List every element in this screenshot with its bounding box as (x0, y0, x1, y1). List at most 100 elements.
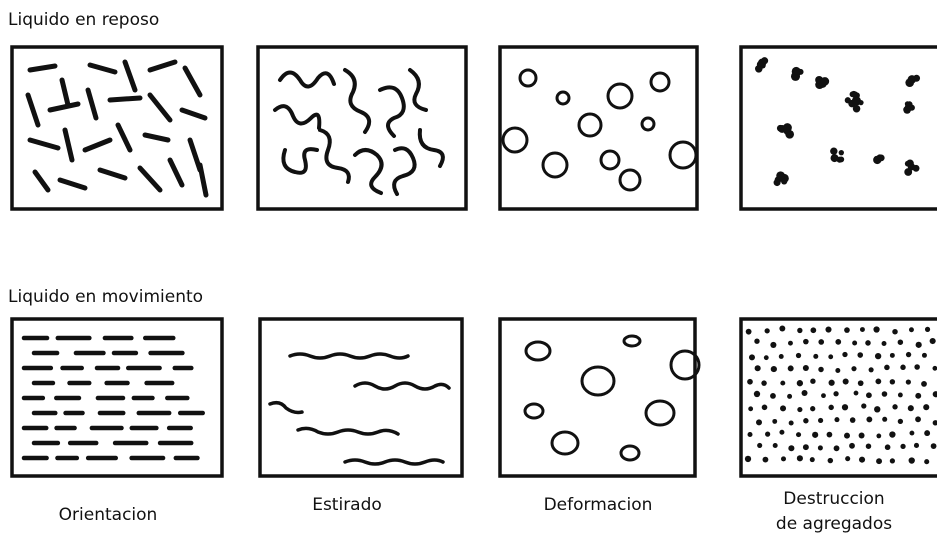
stretched-chain-3 (296, 426, 400, 436)
dispersed-particle-96 (747, 432, 753, 438)
deformed-droplet-7 (619, 444, 641, 462)
dispersed-particle-5 (825, 326, 832, 333)
dispersed-particle-17 (835, 338, 842, 345)
dispersed-particle-55 (857, 380, 864, 387)
rod-particle-5 (182, 65, 203, 98)
caption-aggregate-destruction-line1: Destruccion (783, 489, 885, 509)
diagram-panels (10, 45, 937, 478)
dispersed-particle-69 (897, 392, 903, 398)
dispersed-particle-19 (865, 340, 871, 346)
panel-motion-stretching-frame (258, 317, 464, 478)
panel-motion-stretching (258, 317, 464, 478)
droplet-2 (606, 82, 634, 110)
dispersed-particle-99 (795, 432, 802, 438)
dispersed-particle-24 (748, 354, 755, 361)
rod-particle-19 (57, 177, 88, 191)
rod-particle-1 (59, 77, 71, 108)
aggregate-cluster-11 (815, 75, 830, 90)
dispersed-particle-21 (897, 339, 904, 345)
dispersed-particle-85 (772, 418, 778, 424)
dispersed-particle-10 (908, 327, 914, 333)
dispersed-particle-117 (900, 443, 906, 450)
dispersed-particle-123 (796, 455, 803, 462)
dispersed-particle-36 (754, 365, 761, 372)
droplet-0 (518, 68, 538, 88)
dispersed-particle-109 (772, 443, 778, 449)
dispersed-particle-111 (802, 444, 809, 451)
dispersed-particle-83 (923, 404, 930, 411)
rod-particle-0 (27, 63, 58, 73)
dispersed-particle-77 (828, 404, 834, 411)
panel-rest-chains (256, 45, 468, 211)
dispersed-particle-92 (882, 416, 888, 422)
dispersed-particle-35 (921, 352, 927, 358)
dispersed-particle-72 (748, 406, 754, 412)
dispersed-particle-27 (795, 352, 802, 359)
dispersed-particle-107 (924, 430, 931, 437)
rod-particle-4 (147, 59, 178, 73)
rod-particle-7 (47, 101, 81, 113)
dispersed-particle-100 (812, 431, 819, 438)
dispersed-particle-124 (809, 457, 815, 463)
dispersed-particle-101 (826, 431, 833, 438)
dispersed-particle-43 (868, 367, 874, 373)
deformed-droplet-0 (524, 340, 552, 362)
dispersed-particle-104 (876, 433, 882, 439)
dispersed-particle-78 (841, 404, 849, 411)
dispersed-particle-65 (833, 391, 839, 397)
rod-particle-6 (25, 92, 41, 128)
rod-particle-11 (179, 107, 208, 121)
dispersed-particle-4 (810, 327, 817, 334)
dispersed-particle-15 (803, 338, 809, 345)
dispersed-particle-84 (756, 419, 762, 426)
rod-particle-22 (167, 157, 185, 188)
dispersed-particle-88 (817, 417, 824, 424)
panel-rest-aggregates-frame (739, 45, 937, 211)
dispersed-particle-42 (851, 366, 857, 372)
motion-section-title: Liquido en movimiento (8, 287, 204, 307)
rod-particle-23 (197, 162, 209, 198)
rod-particle-13 (62, 127, 75, 163)
dispersed-particle-89 (834, 417, 840, 423)
dispersed-particle-11 (924, 326, 931, 332)
dispersed-particle-9 (892, 328, 898, 335)
dispersed-particle-63 (801, 390, 808, 397)
dispersed-particle-76 (810, 406, 816, 412)
dispersed-particle-29 (828, 354, 834, 360)
coiled-chain-5 (281, 147, 319, 175)
coiled-chain-1 (273, 104, 322, 130)
dispersed-particle-64 (821, 393, 826, 399)
panel-motion-orientation-frame (10, 317, 224, 478)
dispersed-particle-86 (788, 420, 794, 426)
aggregate-cluster-3 (903, 101, 915, 114)
dispersed-particle-120 (744, 455, 752, 463)
caption-deformation: Deformacion (543, 495, 653, 515)
dispersed-particle-25 (763, 355, 769, 361)
stretched-chain-0 (288, 352, 410, 360)
rod-particle-9 (107, 95, 143, 103)
dispersed-particle-108 (757, 442, 763, 448)
dispersed-particle-41 (835, 367, 841, 373)
dispersed-particle-62 (787, 393, 793, 399)
panel-motion-dispersion-frame (739, 317, 937, 478)
droplet-4 (577, 112, 603, 138)
dispersed-particle-48 (747, 378, 753, 385)
dispersed-particle-33 (889, 352, 895, 358)
dispersed-particle-14 (788, 340, 793, 346)
caption-orientation: Orientacion (58, 505, 158, 525)
coiled-chain-3 (378, 85, 406, 138)
dispersed-particle-26 (778, 354, 784, 359)
dispersed-particle-58 (905, 379, 911, 385)
dispersed-particle-112 (817, 445, 823, 451)
rest-section-title: Liquido en reposo (8, 10, 160, 30)
dispersed-particle-93 (897, 418, 904, 425)
dispersed-particle-66 (853, 390, 859, 396)
rod-particle-16 (142, 132, 171, 143)
aggregate-cluster-6 (848, 96, 864, 113)
deformed-droplet-5 (644, 399, 676, 427)
dispersed-particle-22 (915, 341, 922, 348)
dispersed-particle-80 (874, 406, 881, 413)
panel-rest-droplets (498, 45, 699, 211)
dispersed-particle-125 (827, 457, 834, 464)
